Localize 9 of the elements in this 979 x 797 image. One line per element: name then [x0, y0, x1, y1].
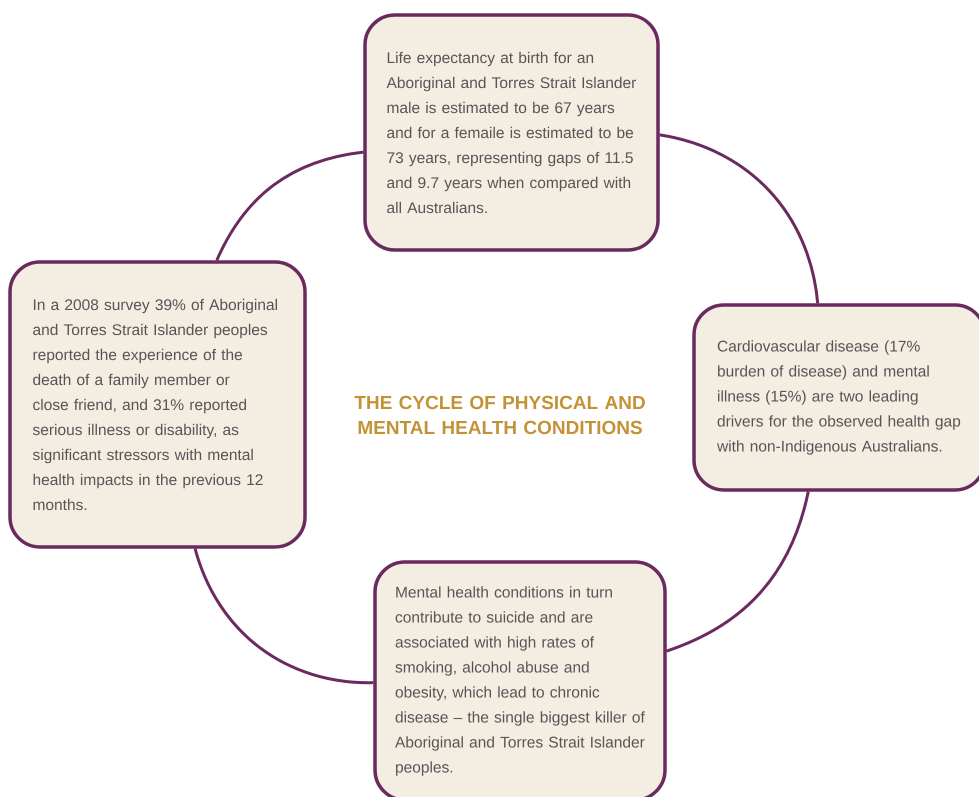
text-box: In a 2008 survey 39% of Aboriginal and Torres Strait Islander peoples reported the experience of the death of a family member or close friend, and 31% reported serious illness or disability, as significant stressors with mental health impacts in the previous 12 months. — [8, 260, 307, 549]
title: THE CYCLE OF PHYSICAL AND MENTAL HEALTH CONDITIONS — [354, 396, 645, 434]
connector-arc — [666, 491, 810, 652]
text-box: Life expectancy at birth for an Aboriginal and Torres Strait Islander male is estimated to be 67 years and for a femaile is estimated to be 73 years, representing gaps of 11.5 and 9.7 years when compared with all Australians. — [363, 13, 660, 252]
connector-arc — [659, 133, 820, 304]
text-box: Cardiovascular disease (17% burden of disease) and mental illness (15%) are two leading drivers for the observed health gap with non-Indigenous Australians. — [692, 303, 979, 492]
text-box: Mental health conditions in turn contribute to suicide and are associated with high rates of smoking, alcohol abuse and obesity, which lead to chronic disease – the single biggest killer of Aboriginal and Torres Strait Islander peoples. — [373, 560, 667, 797]
connector-arc — [215, 150, 364, 261]
connector-arc — [194, 548, 374, 684]
